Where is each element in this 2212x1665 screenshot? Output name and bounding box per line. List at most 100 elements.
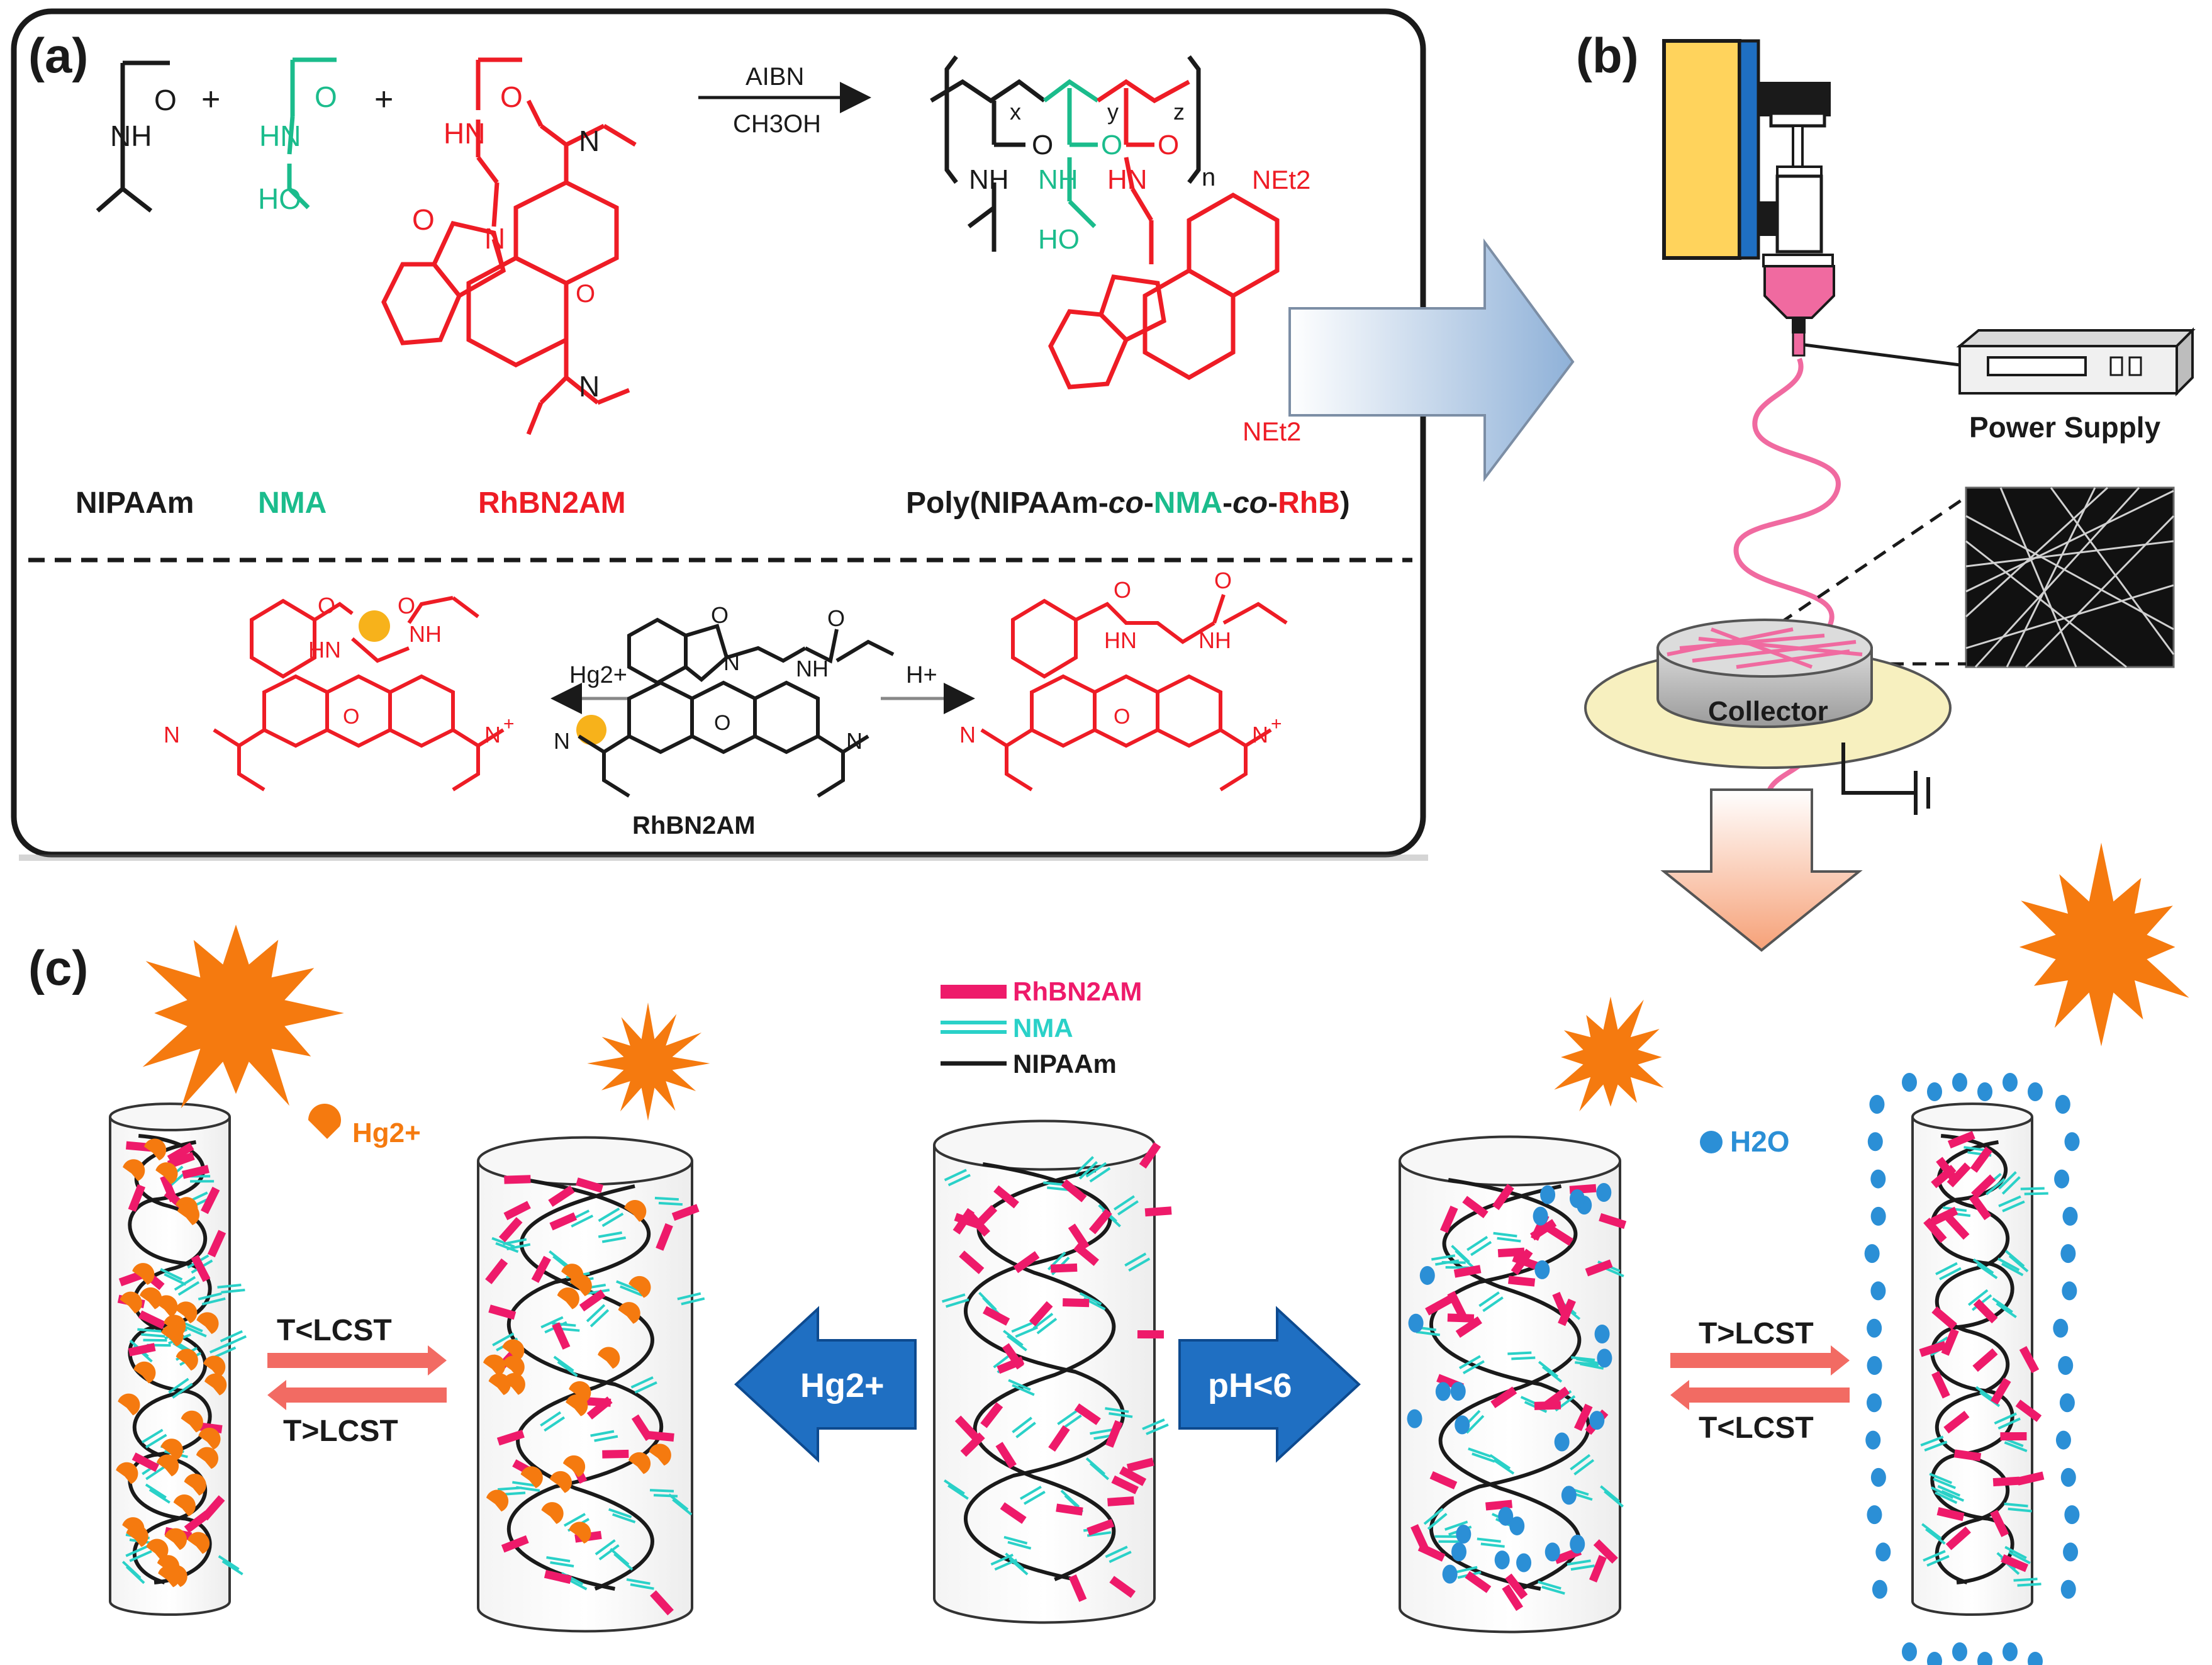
nma-crosslink xyxy=(2004,1545,2027,1559)
nma-crosslink xyxy=(1090,1428,1114,1435)
rhb-unit xyxy=(549,1212,578,1231)
nma-crosslink xyxy=(1015,1421,1036,1438)
nma-crosslink xyxy=(145,1483,167,1499)
nma-crosslink xyxy=(1012,1416,1032,1433)
nma-crosslink xyxy=(506,1243,531,1250)
fiber-top xyxy=(109,1102,231,1131)
rhb-unit xyxy=(182,1165,209,1179)
water-molecule-outside xyxy=(2064,1132,2080,1152)
nma-structure xyxy=(287,57,337,210)
nma-crosslink xyxy=(492,1332,515,1347)
power-supply-knob-1 xyxy=(2109,356,2123,376)
nma-crosslink xyxy=(1008,1557,1029,1576)
water-molecule-outside xyxy=(1864,1244,1880,1264)
nma-crosslink xyxy=(184,1325,207,1338)
rhb-unit xyxy=(983,1306,1010,1326)
nipaam-nh: NH xyxy=(110,120,152,152)
protonated-nh: NH xyxy=(1198,627,1231,653)
rhb-unit xyxy=(552,1322,571,1350)
hg-complex-plus: + xyxy=(503,714,515,734)
nma-crosslink xyxy=(681,1297,705,1306)
nma-crosslink xyxy=(589,1309,610,1328)
nma-crosslink xyxy=(2017,1583,2042,1587)
nma-crosslink xyxy=(1976,1263,1998,1279)
rhb-unit xyxy=(496,1430,525,1446)
nma-crosslink xyxy=(1416,1330,1441,1337)
nma-crosslink xyxy=(586,1304,606,1323)
fiber-top xyxy=(933,1119,1156,1171)
nma-crosslink xyxy=(1008,1379,1031,1391)
hg-complex xyxy=(126,1525,148,1547)
rhb-unit xyxy=(650,1590,674,1616)
nma-crosslink xyxy=(137,1328,162,1333)
hg-complex xyxy=(502,1339,525,1362)
nipaam-o: O xyxy=(154,84,177,116)
rhb-unit xyxy=(1953,1449,1982,1462)
nma-crosslink xyxy=(160,1268,183,1281)
water-molecule-outside xyxy=(2054,1169,2070,1189)
hg-complex xyxy=(173,1494,196,1516)
hg-complex xyxy=(204,1373,227,1396)
nma-crosslink xyxy=(626,1578,651,1585)
water-molecule-outside xyxy=(1927,1082,1942,1101)
rhb-unit xyxy=(1558,1298,1576,1326)
rhb-unit xyxy=(548,1185,575,1207)
water-molecule-outside xyxy=(1902,1642,1917,1661)
nma-crosslink xyxy=(1941,1489,1965,1502)
nipaam-structure xyxy=(96,60,170,213)
nma-crosslink xyxy=(125,1566,145,1584)
hg-complex xyxy=(177,1203,200,1226)
water-molecule xyxy=(1442,1564,1458,1584)
rhb-n-top: N xyxy=(579,125,600,157)
nma-crosslink xyxy=(1935,1491,1958,1505)
rhb-unit xyxy=(1111,1475,1139,1494)
hg-complex xyxy=(618,1302,640,1324)
hg-complex xyxy=(155,1162,178,1184)
water-molecule-outside xyxy=(1870,1281,1886,1301)
water-molecule-outside xyxy=(2053,1318,2069,1338)
rhb-unit xyxy=(959,1250,985,1274)
nma-crosslink xyxy=(944,1479,965,1495)
water-molecule xyxy=(1544,1542,1560,1562)
water-molecule xyxy=(1408,1313,1424,1333)
hg-complex xyxy=(161,1325,184,1347)
spiro-nh: NH xyxy=(796,656,829,681)
polymer-chain xyxy=(1438,1184,1582,1591)
right-arrow-top-label: T>LCST xyxy=(1699,1317,1814,1350)
power-supply-top xyxy=(1956,329,2196,347)
water-molecule xyxy=(1494,1550,1510,1570)
water-molecule-outside xyxy=(2062,1281,2077,1301)
nma-crosslink xyxy=(1997,1171,2017,1190)
hg-complex xyxy=(502,1355,525,1378)
rhb-unit xyxy=(576,1177,604,1193)
nma-crosslink xyxy=(1994,1412,2017,1425)
nma-crosslink xyxy=(1057,1409,1078,1425)
water-label: H2O xyxy=(1730,1125,1790,1158)
panel-b: (b) Power Supply xyxy=(1576,28,2196,815)
nma-crosslink xyxy=(1926,1555,1950,1567)
spiro-label: RhBN2AM xyxy=(632,812,756,839)
right-arrow-bottom-label: T<LCST xyxy=(1699,1411,1814,1445)
rhb-unit xyxy=(1061,1179,1087,1202)
hg-ion-label: Hg2+ xyxy=(352,1118,421,1148)
hg-complex xyxy=(649,1444,671,1466)
nma-crosslink xyxy=(1600,1485,1620,1503)
nma-crosslink xyxy=(595,1539,616,1556)
hg-complex xyxy=(143,1138,167,1161)
water-molecule-outside xyxy=(2060,1467,2076,1487)
nma-crosslink xyxy=(1470,1241,1492,1257)
nma-crosslink xyxy=(1109,1550,1132,1563)
nma-crosslink xyxy=(1538,1580,1561,1590)
water-molecule-outside xyxy=(1870,1206,1886,1226)
rhb-unit xyxy=(1947,1131,1975,1149)
nma-crosslink xyxy=(2004,1441,2028,1452)
panel-a-shadow xyxy=(19,855,1428,861)
rhb-unit xyxy=(191,1255,211,1282)
nma-crosslink xyxy=(1085,1457,1106,1476)
rhb-unit xyxy=(1931,1165,1957,1189)
left-arrow-top-label: T<LCST xyxy=(277,1314,392,1347)
nma-crosslink xyxy=(1541,1365,1563,1383)
rhb-unit xyxy=(1569,1184,1597,1194)
hg-complex xyxy=(624,1200,647,1222)
nma-crosslink xyxy=(1472,1452,1495,1463)
